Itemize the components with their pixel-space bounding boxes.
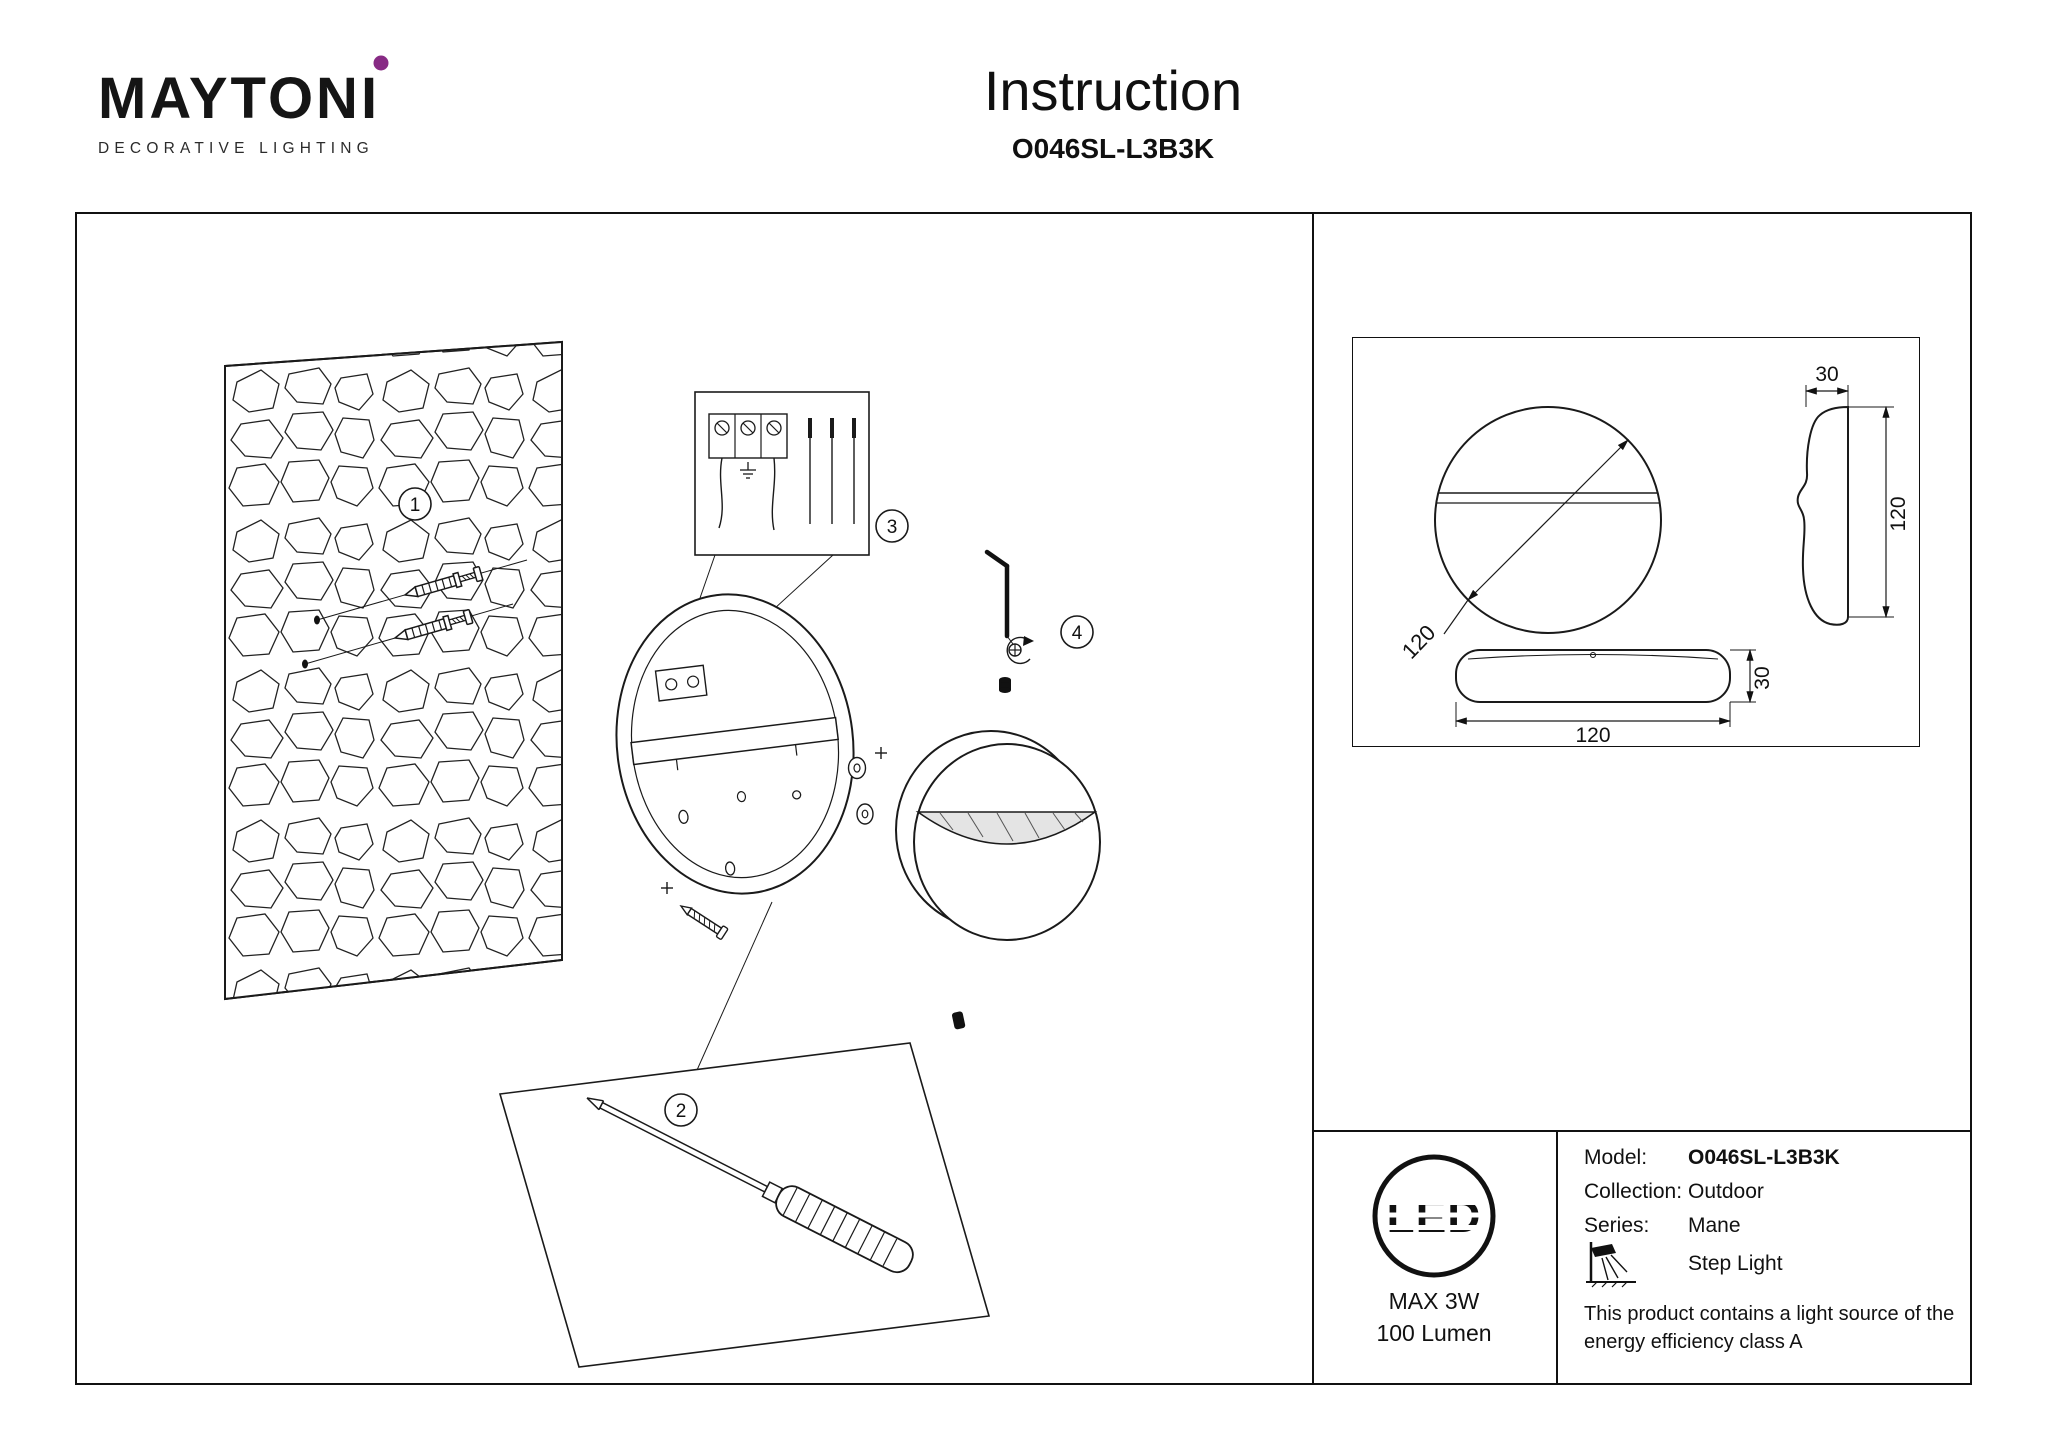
lamp-body bbox=[895, 730, 1101, 941]
drill-hole bbox=[302, 659, 308, 669]
spec-value-model: O046SL-L3B3K bbox=[1688, 1146, 1840, 1169]
energy-class-note: This product contains a light source of … bbox=[1584, 1303, 1955, 1353]
mounting-plate bbox=[615, 593, 855, 895]
brand-logo-text: MAYTONI bbox=[98, 66, 381, 131]
allen-key bbox=[984, 549, 1010, 639]
rubber-plug-bottom bbox=[952, 1011, 966, 1030]
side-view: 30 120 bbox=[1796, 363, 1910, 626]
info-divider-horizontal bbox=[1313, 1130, 1972, 1132]
max-power: MAX 3W bbox=[1388, 1288, 1480, 1314]
work-plane bbox=[498, 1042, 991, 1368]
spec-value-type: Step Light bbox=[1688, 1252, 1783, 1275]
dimension-label-bottom-width: 120 bbox=[1575, 724, 1610, 747]
fixing-screw-3 bbox=[676, 899, 729, 941]
drill-hole bbox=[314, 615, 320, 625]
wall-texture bbox=[224, 340, 563, 1001]
cross-mark bbox=[661, 882, 673, 894]
rubber-plug-top bbox=[999, 677, 1011, 693]
page-title: Instruction bbox=[983, 59, 1243, 122]
spec-value-collection: Outdoor bbox=[1688, 1180, 1764, 1203]
dimension-label-side-depth: 30 bbox=[1815, 363, 1838, 386]
spec-label-collection: Collection: bbox=[1584, 1180, 1683, 1203]
recess-hatching bbox=[939, 812, 1084, 842]
spec-value-series: Mane bbox=[1688, 1214, 1741, 1237]
dimension-label-front-diameter: 120 bbox=[1397, 620, 1440, 664]
plate-hole bbox=[792, 790, 802, 800]
spec-label-series: Series: bbox=[1584, 1214, 1650, 1237]
svg-text:1: 1 bbox=[410, 495, 421, 516]
plate-shelf bbox=[630, 716, 840, 766]
plate-terminal bbox=[654, 664, 708, 702]
step-light-icon bbox=[1586, 1242, 1636, 1288]
brand-logo: MAYTONI DECORATIVE LIGHTING bbox=[98, 70, 380, 158]
info-divider-vertical bbox=[1556, 1130, 1558, 1385]
cross-mark bbox=[875, 747, 887, 759]
dimension-label-side-height: 120 bbox=[1887, 496, 1910, 531]
svg-text:2: 2 bbox=[676, 1101, 687, 1122]
rotation-arrow-icon bbox=[1006, 636, 1031, 665]
washer bbox=[856, 803, 874, 825]
panel-divider bbox=[1312, 212, 1314, 1385]
page-model-number: O046SL-L3B3K bbox=[1011, 133, 1215, 164]
bottom-view: 120 30 bbox=[1454, 648, 1774, 747]
plate-hole bbox=[678, 809, 689, 824]
brand-logo-subtitle: DECORATIVE LIGHTING bbox=[98, 140, 374, 157]
wiring-detail-box bbox=[694, 391, 870, 556]
dimension-label-bottom-height: 30 bbox=[1751, 666, 1774, 689]
step-marker-4: 4 bbox=[1060, 615, 1094, 649]
callout-line bbox=[688, 901, 773, 1089]
washer bbox=[847, 756, 867, 780]
led-logo: LED bbox=[1372, 1154, 1496, 1278]
installation-diagram: 1 3 4 2 bbox=[224, 340, 1101, 1368]
plate-hole bbox=[724, 861, 736, 876]
plate-hole bbox=[736, 791, 747, 803]
screwdriver bbox=[586, 1097, 914, 1274]
set-screw bbox=[1006, 636, 1034, 665]
content-frame bbox=[75, 212, 1972, 1385]
svg-text:3: 3 bbox=[887, 517, 898, 538]
brand-logo-dot-icon bbox=[373, 55, 389, 71]
step-marker-2: 2 bbox=[664, 1093, 698, 1127]
dimension-drawings: 120 30 120 120 30 bbox=[1397, 363, 1910, 747]
supply-wires bbox=[718, 457, 776, 531]
step-marker-3: 3 bbox=[875, 509, 909, 543]
spec-label-model: Model: bbox=[1584, 1146, 1648, 1169]
luminous-flux: 100 Lumen bbox=[1376, 1320, 1492, 1346]
ground-symbol-icon bbox=[740, 462, 756, 479]
dimension-drawings-frame bbox=[1352, 337, 1920, 747]
bare-wires bbox=[808, 418, 856, 524]
lamp-light-recess bbox=[915, 811, 1098, 845]
step-marker-1: 1 bbox=[398, 487, 432, 521]
callout-line bbox=[1006, 635, 1014, 645]
terminal-block bbox=[708, 413, 788, 459]
front-view: 120 bbox=[1397, 406, 1662, 664]
svg-text:4: 4 bbox=[1072, 623, 1083, 644]
page-header: Instruction O046SL-L3B3K bbox=[763, 58, 1463, 165]
